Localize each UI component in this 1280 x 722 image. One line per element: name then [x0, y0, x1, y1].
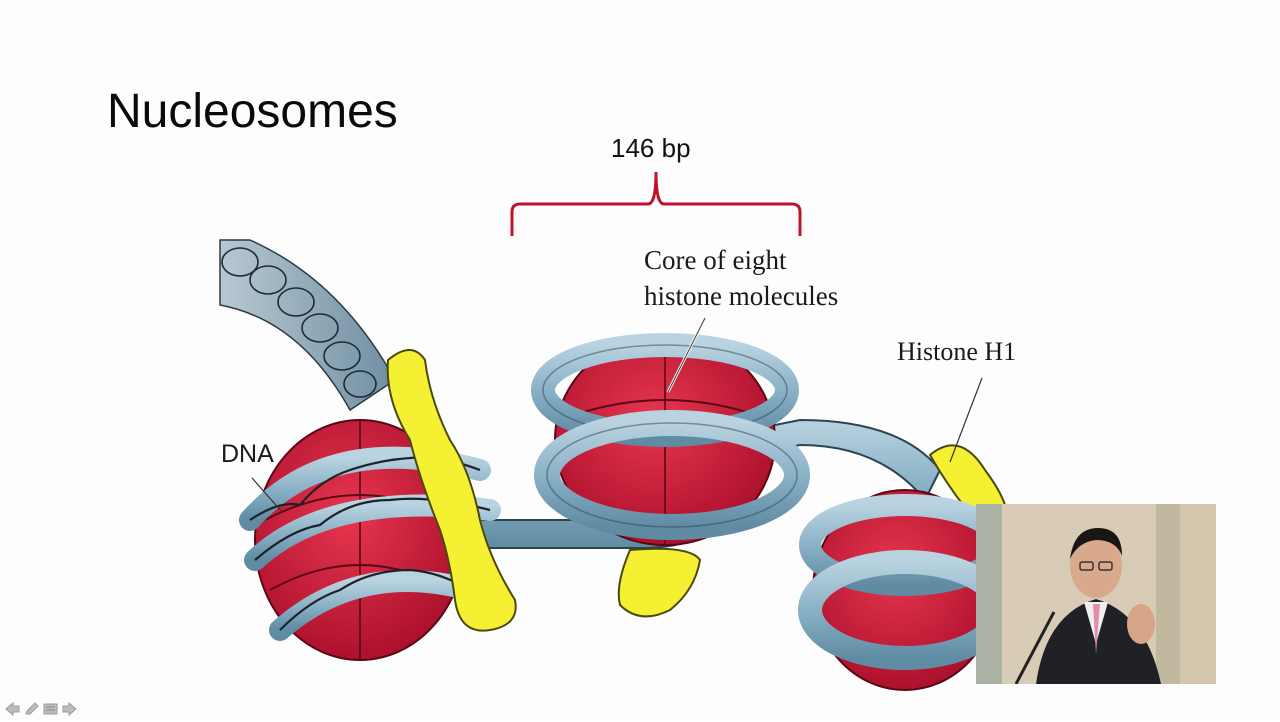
prev-arrow-icon[interactable] [4, 701, 21, 717]
core-label: Core of eight histone molecules [644, 245, 839, 311]
histone-h1-left [386, 349, 517, 632]
slideshow-toolbar [4, 700, 78, 718]
nucleosome-middle [531, 333, 810, 546]
pen-icon[interactable] [23, 701, 40, 717]
slide-title: Nucleosomes [107, 85, 398, 138]
dna-leader-line [251, 477, 283, 513]
chromatin-fiber [219, 239, 396, 412]
next-arrow-icon[interactable] [61, 701, 78, 717]
h1-leader-line [949, 377, 983, 463]
histone-h1-middle [617, 547, 702, 618]
slides-menu-icon[interactable] [42, 701, 59, 717]
bracket-label: 146 bp [611, 133, 691, 163]
presenter-webcam [976, 504, 1216, 684]
dna-label: DNA [221, 440, 274, 468]
presenter-video [976, 504, 1216, 684]
bracket [510, 171, 802, 236]
histone-h1-label: Histone H1 [897, 337, 1017, 366]
